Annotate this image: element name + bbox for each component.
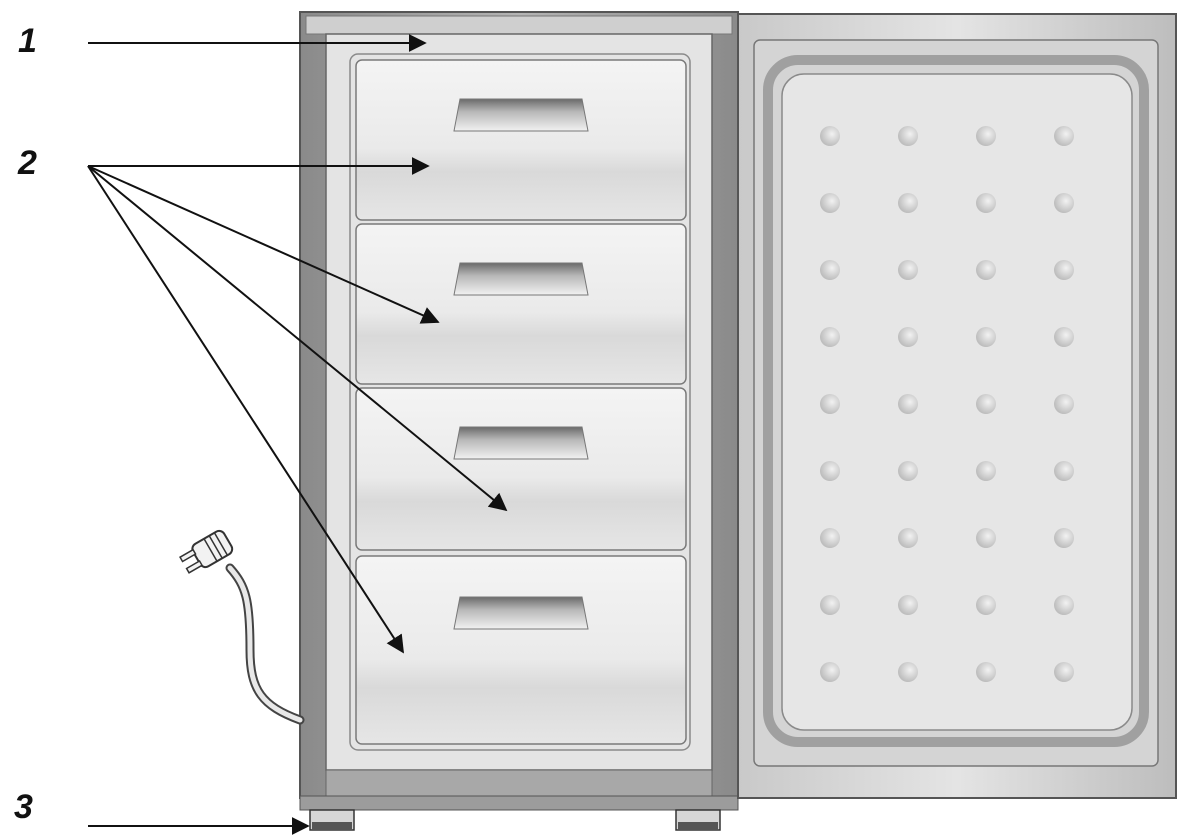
door-dimple [976, 528, 996, 548]
door-dimple [976, 461, 996, 481]
drawer-handle [453, 596, 589, 630]
drawer-handle [453, 426, 589, 460]
door-dimple [898, 126, 918, 146]
drawer-handle [453, 262, 589, 296]
door-dimple [1054, 394, 1074, 414]
door-dimple [820, 260, 840, 280]
drawer-stack-frame [349, 53, 691, 751]
door-dimple [976, 662, 996, 682]
cabinet-bottom-kick-plate [325, 769, 713, 797]
drawer-4 [355, 555, 687, 745]
front-foot-right-cap [678, 822, 718, 830]
leader-line-2-drawer-3 [87, 165, 508, 512]
door-dimple [1054, 595, 1074, 615]
door-dimple [898, 461, 918, 481]
door-dimple [1054, 461, 1074, 481]
adjustable-feet [309, 809, 721, 831]
door-dimple [1054, 126, 1074, 146]
door-dimple [976, 595, 996, 615]
door-dimple [1054, 260, 1074, 280]
power-plug-icon [179, 529, 234, 574]
front-foot-left-cap [312, 822, 352, 830]
drawer-front [355, 223, 687, 385]
callout-leaders [87, 34, 508, 835]
callout-label-1: 1 [18, 22, 37, 60]
drawer-front [355, 555, 687, 745]
door-dimple [820, 193, 840, 213]
drawer-front [355, 59, 687, 221]
leader-line-2-drawer-4 [87, 165, 404, 654]
door-liner [781, 73, 1133, 731]
door-dimple [976, 193, 996, 213]
door-dimple [820, 126, 840, 146]
door-dimple [820, 528, 840, 548]
cabinet-base [299, 795, 739, 811]
door-dimple [820, 394, 840, 414]
door-dimple [898, 662, 918, 682]
door-dimple [1054, 193, 1074, 213]
door-dimple [976, 260, 996, 280]
drawer-handle [453, 98, 589, 132]
door-dimple [976, 126, 996, 146]
door-dimple [1054, 327, 1074, 347]
door-liner-dimples [820, 126, 1074, 682]
door-dimple [898, 394, 918, 414]
door-dimple [898, 595, 918, 615]
door-dimple [820, 595, 840, 615]
door-gasket [763, 55, 1149, 747]
drawer-3 [355, 387, 687, 551]
door-dimple [1054, 662, 1074, 682]
door-dimple [1054, 528, 1074, 548]
door-dimple [898, 260, 918, 280]
cabinet-top-rim [305, 15, 733, 35]
door-dimple [898, 327, 918, 347]
door-dimple [820, 461, 840, 481]
door-dimple [820, 662, 840, 682]
door-dimple [976, 394, 996, 414]
leader-line-2-drawer-2 [87, 165, 440, 324]
open-door [737, 13, 1177, 799]
door-dimple [898, 193, 918, 213]
door-dimple [976, 327, 996, 347]
door-dimple [898, 528, 918, 548]
door-dimple [820, 327, 840, 347]
callout-label-2: 2 [18, 144, 37, 182]
drawer-1 [355, 59, 687, 221]
callout-label-3: 3 [14, 788, 33, 826]
drawer-front [355, 387, 687, 551]
power-cord [179, 529, 305, 725]
drawer-2 [355, 223, 687, 385]
power-cord-cable-highlight [227, 565, 303, 723]
